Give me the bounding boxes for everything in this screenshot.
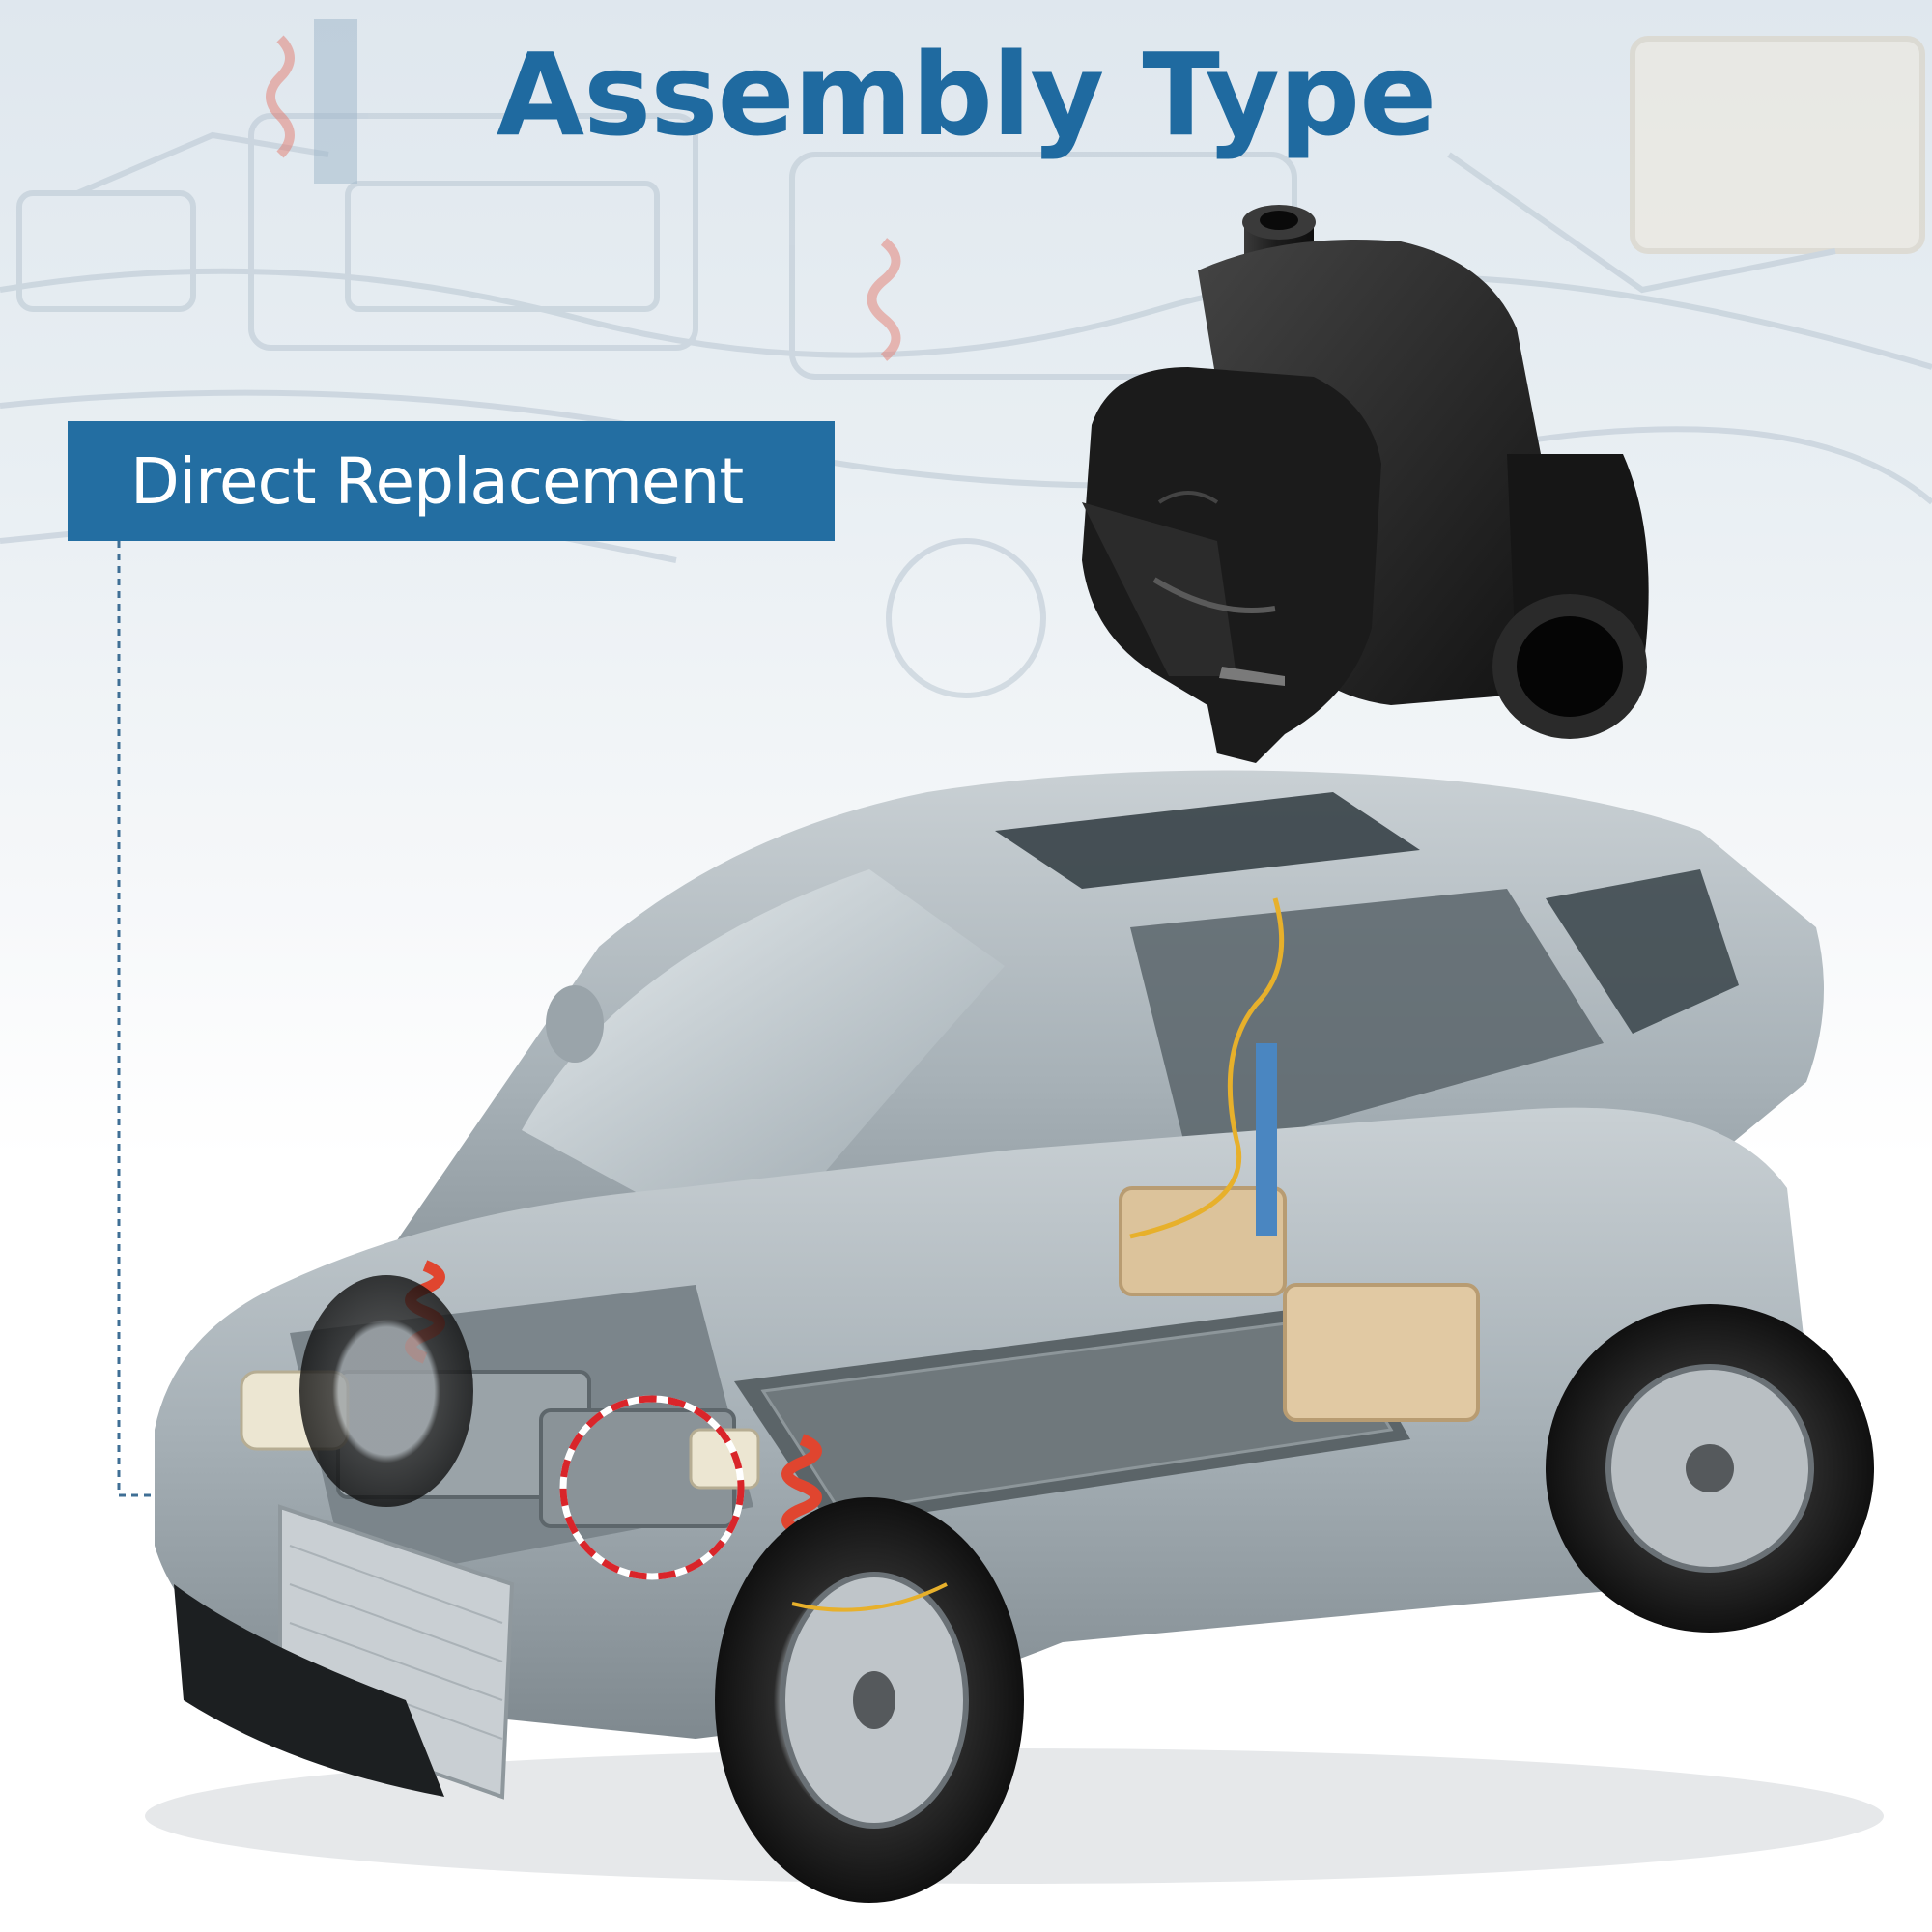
direct-replacement-badge: Direct Replacement <box>68 421 835 541</box>
page-title: Assembly Type <box>496 28 1437 161</box>
badge-label: Direct Replacement <box>130 443 744 519</box>
